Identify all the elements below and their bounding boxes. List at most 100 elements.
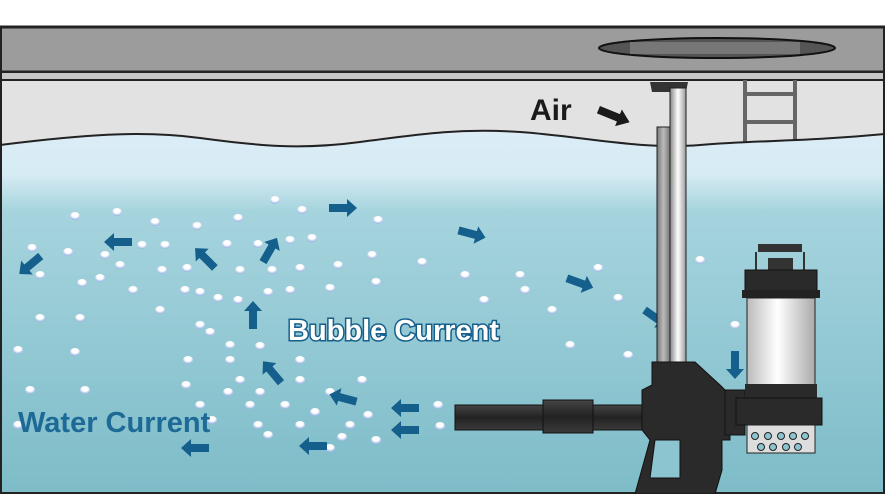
bubble — [357, 376, 367, 384]
bubble — [333, 261, 343, 269]
air-label: Air — [530, 94, 572, 127]
bubble — [730, 321, 740, 329]
bubble — [155, 306, 165, 314]
bubble — [181, 381, 191, 389]
bubble — [80, 386, 90, 394]
bubble — [255, 342, 265, 350]
bubble — [613, 294, 623, 302]
bubble — [180, 286, 190, 294]
bubble — [307, 234, 317, 242]
bubble — [195, 401, 205, 409]
bubble — [95, 274, 105, 282]
motor-housing — [746, 297, 816, 387]
bubble — [255, 388, 265, 396]
bubble — [363, 411, 373, 419]
bubble — [280, 401, 290, 409]
bubble — [325, 444, 335, 452]
strainer-holes — [751, 432, 809, 451]
bubble — [233, 214, 243, 222]
bubble — [222, 240, 232, 248]
bubble — [195, 288, 205, 296]
bubble — [182, 264, 192, 272]
bubble — [515, 271, 525, 279]
bubble — [235, 376, 245, 384]
bubble — [150, 218, 160, 226]
bubble — [263, 288, 273, 296]
bubble — [63, 248, 73, 256]
bubble — [35, 314, 45, 322]
bubble — [195, 321, 205, 329]
bubble — [695, 256, 705, 264]
slab-edge — [0, 71, 885, 81]
bubble — [205, 328, 215, 336]
aerator-pump — [454, 82, 823, 494]
handle-rods — [755, 252, 805, 270]
bubble — [157, 266, 167, 274]
ladder — [743, 80, 797, 147]
bubble — [623, 351, 633, 359]
bubble — [183, 356, 193, 364]
bubbles — [13, 196, 740, 452]
bubble — [235, 266, 245, 274]
bubble — [77, 279, 87, 287]
water-current-label: Water Current — [18, 407, 211, 439]
bubble — [245, 401, 255, 409]
motor-base — [745, 384, 817, 400]
bubble — [35, 271, 45, 279]
bubble — [70, 212, 80, 220]
air-intake-pipe — [669, 87, 687, 374]
bubble — [223, 388, 233, 396]
bubble — [460, 271, 470, 279]
bubble — [310, 408, 320, 416]
stand-cutout — [649, 439, 681, 479]
bubble — [207, 416, 217, 424]
motor-cap-rim — [742, 290, 820, 298]
inner-pipe — [656, 126, 671, 374]
bubble — [337, 433, 347, 441]
bubble — [75, 314, 85, 322]
bubble — [295, 264, 305, 272]
bubble — [13, 346, 23, 354]
bubble — [115, 261, 125, 269]
bubble — [593, 264, 603, 272]
bubble — [297, 206, 307, 214]
bubble — [295, 421, 305, 429]
bubble — [371, 436, 381, 444]
bubble — [25, 386, 35, 394]
bubble — [128, 286, 138, 294]
bubble — [213, 294, 223, 302]
bubble — [267, 266, 277, 274]
motor-cap — [744, 269, 818, 293]
cable-gland — [768, 258, 793, 270]
bubble — [433, 401, 443, 409]
bubble — [233, 296, 243, 304]
bubble — [547, 306, 557, 314]
bubble — [371, 278, 381, 286]
frame — [0, 26, 885, 494]
bubble — [112, 208, 122, 216]
bubble — [253, 421, 263, 429]
pump-volute — [735, 397, 823, 426]
bubble — [345, 421, 355, 429]
bubble — [270, 196, 280, 204]
bubble — [565, 341, 575, 349]
bubble — [367, 251, 377, 259]
bubble — [435, 422, 445, 430]
bubble — [192, 222, 202, 230]
bubble — [137, 241, 147, 249]
bubble — [225, 341, 235, 349]
bubble — [225, 356, 235, 364]
bubble-current-label: Bubble Current — [288, 315, 499, 347]
bubble — [70, 348, 80, 356]
bubble — [285, 286, 295, 294]
bubble — [13, 421, 23, 429]
nozzle-collar — [542, 399, 594, 434]
bubble — [27, 244, 37, 252]
bubble — [417, 258, 427, 266]
bubble — [100, 251, 110, 259]
bubble — [325, 284, 335, 292]
pump-handle — [758, 244, 802, 252]
bubble — [295, 376, 305, 384]
